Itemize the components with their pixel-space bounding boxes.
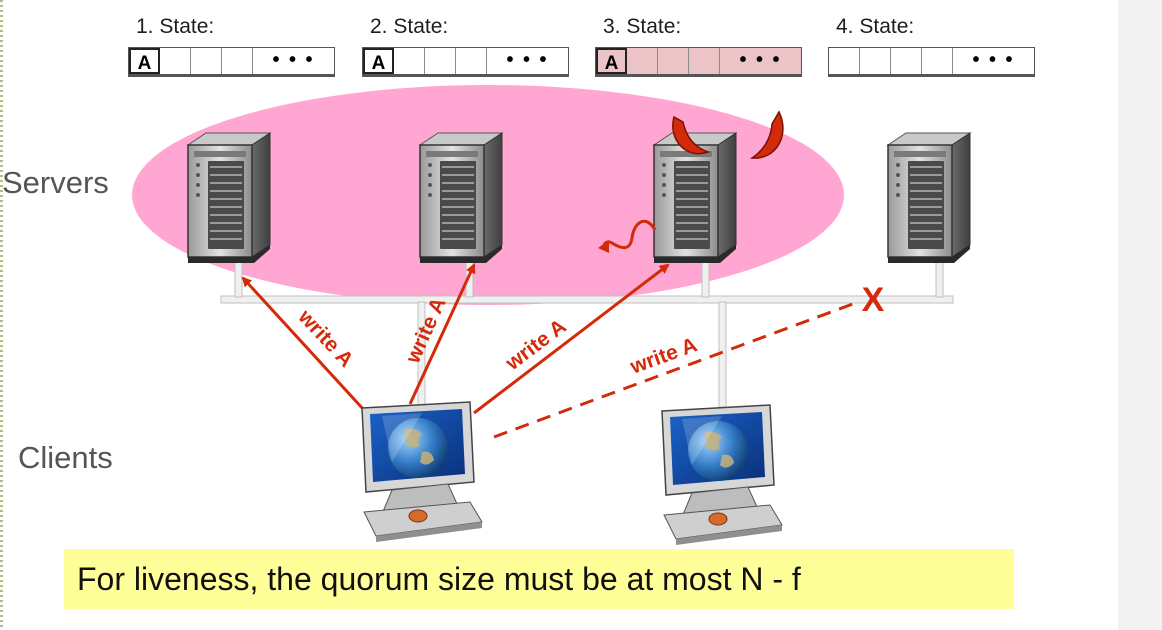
write-arrow-server-2 [408, 263, 476, 405]
write-arrow-server-4-dashed [493, 300, 859, 439]
server-icon [187, 132, 271, 264]
state-table-1: A • • • [128, 47, 335, 77]
state-label-2: 2. State: [370, 15, 449, 38]
clients-label: Clients [18, 440, 113, 475]
state-cell-ellipsis: • • • [272, 49, 315, 71]
state-cell-empty [456, 48, 487, 74]
state-table-4: • • • [828, 47, 1035, 77]
failed-marker: X [862, 281, 885, 319]
write-arrows [241, 263, 859, 439]
state-cell-empty [160, 48, 191, 74]
state-cell-value: A [129, 48, 160, 74]
state-label-4: 4. State: [836, 15, 915, 38]
state-cell-empty [627, 48, 658, 74]
state-cell-value: A [596, 48, 627, 74]
state-table-2: A • • • [362, 47, 569, 77]
arrow-label-1: write A [293, 305, 358, 372]
state-label-1: 1. State: [136, 15, 215, 38]
server-icon [887, 132, 971, 264]
state-cell-value: A [363, 48, 394, 74]
state-table-3-byzantine: A • • • [595, 47, 802, 77]
state-cell-empty [222, 48, 253, 74]
write-arrow-server-3 [473, 263, 670, 415]
client-computer-icon [661, 404, 783, 546]
liveness-banner: For liveness, the quorum size must be at… [64, 549, 1014, 609]
state-cell-ellipsis: • • • [506, 49, 549, 71]
write-arrow-server-1 [241, 276, 366, 412]
state-cell-empty [922, 48, 953, 74]
devil-tail-icon [598, 219, 657, 253]
failed-x-marker: X [862, 281, 885, 319]
right-margin-strip [1118, 0, 1162, 630]
servers-label: Servers [2, 165, 109, 200]
state-cell-empty [860, 48, 891, 74]
arrow-labels: write A write A write A write A [293, 294, 700, 379]
left-dotted-edge [0, 0, 3, 630]
state-cell-empty [658, 48, 689, 74]
state-cell-empty [394, 48, 425, 74]
state-cell-ellipsis: • • • [739, 49, 782, 71]
client-computer-icon [361, 401, 483, 543]
state-cell-ellipsis: • • • [972, 49, 1015, 71]
arrow-label-4: write A [626, 333, 700, 379]
state-cell-value [829, 48, 860, 74]
state-cell-empty [891, 48, 922, 74]
devil-horns-icon [672, 110, 784, 159]
server-icon [419, 132, 503, 264]
state-cell-empty [425, 48, 456, 74]
state-cell-empty [689, 48, 720, 74]
state-cell-empty [191, 48, 222, 74]
state-label-3: 3. State: [603, 15, 682, 38]
